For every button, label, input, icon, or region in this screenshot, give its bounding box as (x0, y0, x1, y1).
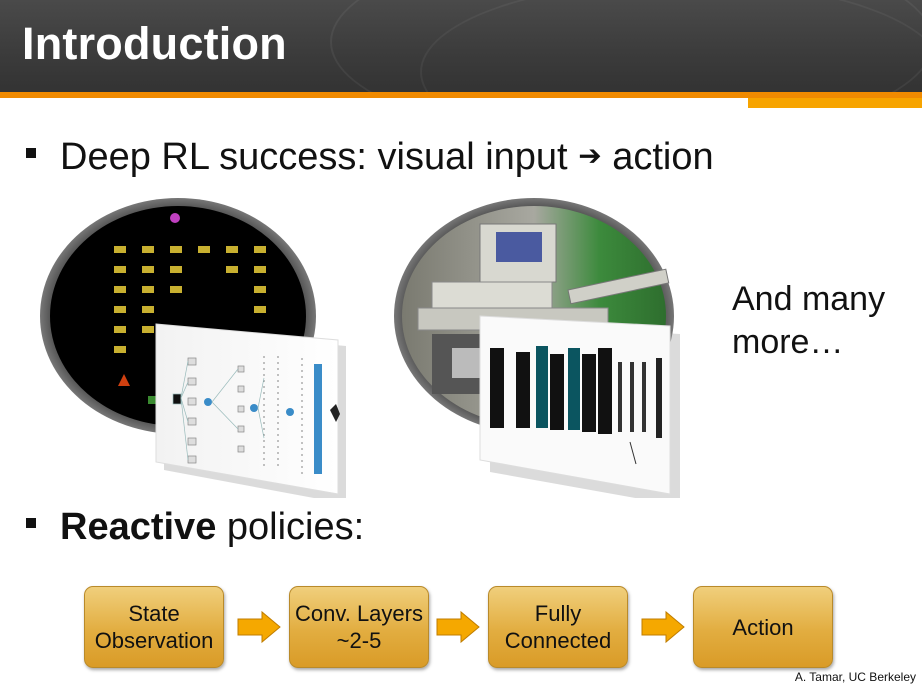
flow-box-state-observation: State Observation (84, 586, 224, 668)
right-arrow-icon: ➔ (578, 140, 602, 171)
bullet-deep-rl: Deep RL success: visual input ➔ action (26, 136, 714, 179)
side-note: And many more… (732, 278, 885, 364)
title-underline (0, 92, 922, 98)
player-ship (118, 374, 130, 386)
side-note-line1: And many (732, 280, 886, 318)
title-swoosh-decoration (330, 0, 922, 92)
bullet-deep-rl-action: action (612, 136, 714, 178)
flow-box-line: Connected (504, 628, 612, 653)
flow-arrow-icon (641, 610, 685, 644)
flow-box-line: Action (732, 614, 794, 640)
flow-box-line: ~2-5 (336, 628, 382, 653)
flow-box-fully-connected: Fully Connected (488, 586, 628, 668)
flow-box-line: Fully (534, 601, 582, 626)
bullet-reactive-bold: Reactive (60, 506, 217, 548)
bullet-square-icon (26, 147, 36, 158)
title-bar: Introduction (0, 0, 922, 92)
slide-credit: A. Tamar, UC Berkeley (794, 670, 916, 684)
neural-network-diagram (172, 356, 340, 474)
title-accent-tab (748, 98, 922, 108)
robot-illustration (394, 198, 680, 498)
title-swoosh-decoration (420, 0, 922, 92)
slide-title: Introduction (22, 18, 287, 69)
flow-arrow-icon (436, 610, 480, 644)
bullet-reactive: Reactive policies: (26, 506, 364, 549)
flow-arrow-icon (237, 610, 281, 644)
alien-grid (114, 213, 266, 353)
conv-net-diagram (490, 346, 662, 465)
space-invaders-illustration (40, 198, 346, 498)
flow-box-line: Conv. Layers (295, 601, 423, 626)
bullet-reactive-rest: policies: (216, 506, 365, 548)
flow-box-line: Observation (94, 628, 214, 653)
bullet-square-icon (26, 517, 36, 528)
flow-box-line: State (128, 601, 180, 626)
bullet-deep-rl-text: Deep RL success: visual input (60, 136, 568, 178)
flow-box-action: Action (693, 586, 833, 668)
flow-box-conv-layers: Conv. Layers ~2-5 (289, 586, 429, 668)
side-note-line2: more… (732, 323, 844, 361)
